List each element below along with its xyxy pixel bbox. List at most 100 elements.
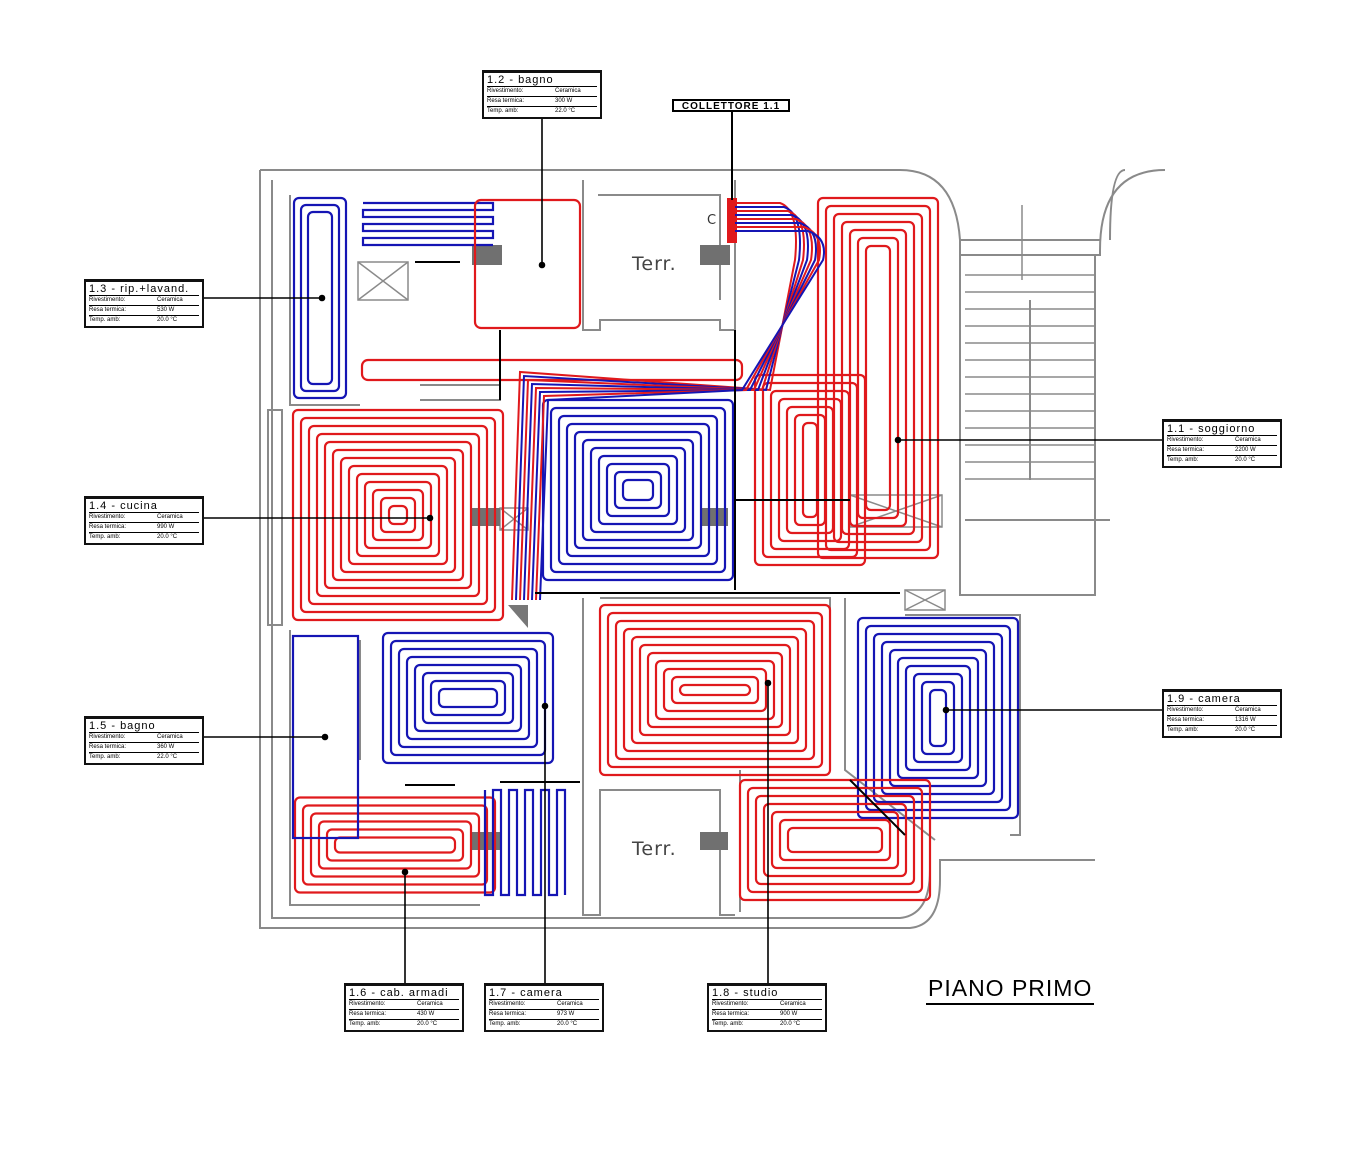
finish-label: Rivestimento: <box>1167 437 1204 443</box>
room-row-finish: Rivestimento:Ceramica <box>712 999 822 1009</box>
room-row-output: Resa termica:300 W <box>487 96 597 106</box>
coil-1-8-loop <box>622 627 808 753</box>
coil-1-7b <box>483 788 567 897</box>
room-row-output: Resa termica:900 W <box>712 1009 822 1019</box>
coil-corridor <box>360 358 744 382</box>
room-row-output: Resa termica:2200 W <box>1167 445 1277 455</box>
finish-label: Rivestimento: <box>712 1001 749 1007</box>
output-value: 990 W <box>157 524 175 530</box>
finish-label: Rivestimento: <box>1167 707 1204 713</box>
coil-1-7a <box>381 631 555 765</box>
coil-1-4-loop <box>307 424 489 606</box>
room-name: 1.7 - camera <box>489 987 563 999</box>
room-row-temp: Temp. amb: 22.0 °C <box>89 752 199 762</box>
supply-line <box>527 218 813 601</box>
finish-label: Rivestimento: <box>89 297 126 303</box>
output-label: Resa termica: <box>1167 447 1205 453</box>
distribution-box-0 <box>472 245 502 265</box>
coil-1-1b-loop <box>785 405 835 535</box>
coil-1-6-loop <box>309 812 481 878</box>
coil-1-8-loop <box>614 619 816 761</box>
coil-1-1a-loop <box>824 204 932 552</box>
finish-value: Ceramica <box>557 1001 583 1007</box>
finish-value: Ceramica <box>555 88 581 94</box>
coil-1-2-top-path <box>361 201 495 247</box>
wall-14 <box>959 255 1096 596</box>
leader-dot <box>942 706 950 714</box>
room-row-output: Resa termica:430 W <box>349 1009 459 1019</box>
coil-central-loop <box>581 438 695 542</box>
coil-1-7a-loop <box>429 679 507 717</box>
coil-1-1b-loop <box>793 413 827 527</box>
coil-1-9-loop <box>880 640 996 796</box>
coil-central-loop <box>549 406 727 574</box>
output-value: 430 W <box>417 1011 435 1017</box>
output-label: Resa termica: <box>89 744 127 750</box>
wall-8 <box>582 180 736 331</box>
room-row-temp: Temp. amb:20.0 °C <box>89 532 199 542</box>
room-name: 1.5 - bagno <box>89 720 156 732</box>
heating-coils <box>291 196 1020 902</box>
coil-1-6 <box>293 796 497 894</box>
wall-7 <box>420 384 501 401</box>
distribution-box-1 <box>700 245 730 265</box>
coil-1-8-loop <box>638 643 792 737</box>
room-row-temp: Temp. amb:22.0 °C <box>487 106 597 116</box>
coil-1-9-loop <box>912 672 964 764</box>
wall-5 <box>289 195 360 406</box>
coil-1-1b-loop <box>761 381 859 559</box>
coil-1-7a-loop <box>421 671 515 725</box>
coil-1-1a-loop <box>848 228 908 528</box>
output-label: Resa termica: <box>489 1011 527 1017</box>
coil-1-4-loop <box>299 416 497 614</box>
wall-2 <box>1109 169 1126 241</box>
coil-1-8b-loop <box>762 802 908 878</box>
finish-label: Rivestimento: <box>487 88 524 94</box>
coil-1-1a-loop <box>816 196 940 560</box>
wall-13 <box>905 614 1021 836</box>
coil-1-7a-loop <box>389 639 547 757</box>
temp-label: Temp. amb: <box>89 754 121 760</box>
coil-1-4-loop <box>371 488 425 542</box>
shaft-3 <box>904 589 946 611</box>
coil-1-9-loop <box>920 680 956 756</box>
room-name: 1.9 - camera <box>1167 693 1241 705</box>
finish-value: Ceramica <box>157 734 183 740</box>
supply-line <box>531 222 817 601</box>
coil-1-9-loop <box>904 664 972 772</box>
coil-1-8-loop <box>598 603 832 777</box>
temp-value: 20.0 °C <box>157 534 178 540</box>
room-row-temp: Temp. amb:20.0 °C <box>89 315 199 325</box>
output-label: Resa termica: <box>487 98 525 104</box>
output-value: 530 W <box>157 307 175 313</box>
coil-1-7a-loop <box>413 663 523 733</box>
finish-label: Rivestimento: <box>349 1001 386 1007</box>
coil-1-1b-loop <box>769 389 851 551</box>
temp-value: 20.0 °C <box>780 1021 801 1027</box>
output-label: Resa termica: <box>712 1011 750 1017</box>
coil-1-7a-loop <box>437 687 499 709</box>
terrace-label-top: Terr. <box>632 253 677 275</box>
coil-1-1a-loop <box>856 236 900 520</box>
coil-1-9-loop <box>928 688 948 748</box>
wall-10 <box>582 770 735 916</box>
coil-central-loop <box>541 398 735 582</box>
temp-value: 20.0 °C <box>557 1021 578 1027</box>
wall-17 <box>267 409 283 626</box>
wall-0 <box>260 169 1166 256</box>
room-row-finish: Rivestimento:Ceramica <box>1167 705 1277 715</box>
temp-value: 22.0 °C <box>157 754 178 760</box>
leader-dot <box>318 294 326 302</box>
leader-dot <box>764 679 772 687</box>
room-name: 1.2 - bagno <box>487 74 554 86</box>
temp-label: Temp. amb: <box>712 1021 744 1027</box>
room-row-output: Resa termica: 360 W <box>89 742 199 752</box>
coil-1-9-loop <box>864 624 1012 812</box>
output-value: 360 W <box>157 744 175 750</box>
coil-1-1a-loop <box>840 220 916 536</box>
